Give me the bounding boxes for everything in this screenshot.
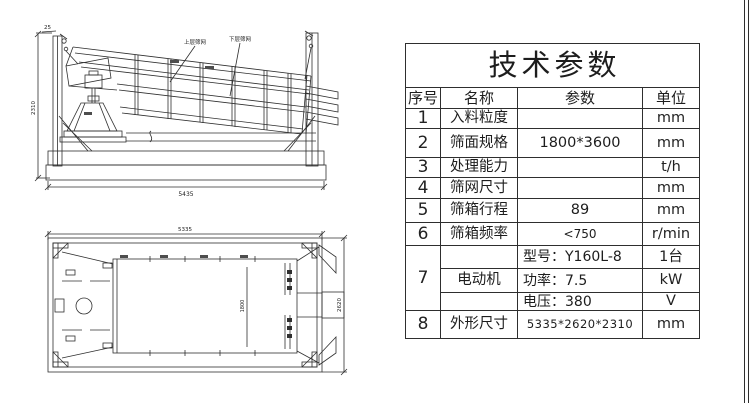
discharge-chutes xyxy=(305,85,339,126)
col-header-unit: 单位 xyxy=(643,88,699,109)
row7-name-sub1 xyxy=(441,246,518,269)
row2-name: 筛面规格 xyxy=(441,129,518,158)
row7-name: 电动机 xyxy=(441,269,518,293)
dim-height: 2310 xyxy=(31,101,37,115)
row8-name: 外形尺寸 xyxy=(441,311,518,338)
upper-screen-label: 上层筛网 xyxy=(184,38,207,46)
row7-param-model: 型号：Y160L-8 xyxy=(518,246,643,269)
col-header-name: 名称 xyxy=(441,88,518,109)
technical-drawing: 25 2310 xyxy=(31,25,348,376)
row5-param: 89 xyxy=(518,199,643,223)
row2-no: 2 xyxy=(406,129,441,158)
row5-no: 5 xyxy=(406,199,441,223)
row4-no: 4 xyxy=(406,178,441,199)
motor-assembly xyxy=(59,70,127,143)
row7-unit-power: kW xyxy=(643,269,699,293)
row6-no: 6 xyxy=(406,223,441,246)
row7-unit-model: 1台 xyxy=(643,246,699,269)
side-view: 25 2310 xyxy=(31,25,339,198)
row6-param: <750 xyxy=(518,223,643,246)
dim-plan-width: 2620 xyxy=(337,298,343,312)
row3-name: 处理能力 xyxy=(441,158,518,178)
screen-box xyxy=(65,46,312,135)
row3-unit: t/h xyxy=(643,158,699,178)
dim-top-offset: 25 xyxy=(44,25,51,31)
row6-name: 筛箱频率 xyxy=(441,223,518,246)
row1-no: 1 xyxy=(406,109,441,129)
row1-param xyxy=(518,109,643,129)
row4-unit: mm xyxy=(643,178,699,199)
dim-base-length: 5435 xyxy=(178,191,193,198)
col-header-param: 参数 xyxy=(518,88,643,109)
row6-unit: r/min xyxy=(643,223,699,246)
suspension-left xyxy=(59,33,79,65)
row8-param: 5335*2620*2310 xyxy=(518,311,643,338)
lower-screen-label: 下层筛网 xyxy=(229,35,252,43)
plan-view: 5335 2620 xyxy=(44,227,348,376)
row3-no: 3 xyxy=(406,158,441,178)
sheet-border-line xyxy=(744,0,746,403)
row4-param xyxy=(518,178,643,199)
row1-name: 入料粒度 xyxy=(441,109,518,129)
row7-param-power: 功率：7.5 xyxy=(518,269,643,293)
row7-unit-voltage: V xyxy=(643,293,699,311)
sheet-border-line xyxy=(748,0,750,403)
row7-no: 7 xyxy=(406,246,441,311)
table-title: 技术参数 xyxy=(406,44,699,88)
row7-name-sub3 xyxy=(441,293,518,311)
dim-screen-width: 1800 xyxy=(240,300,246,313)
row3-param xyxy=(518,158,643,178)
row2-unit: mm xyxy=(643,129,699,158)
row5-unit: mm xyxy=(643,199,699,223)
row7-param-voltage: 电压：380 xyxy=(518,293,643,311)
suspension-right xyxy=(304,30,314,80)
col-header-no: 序号 xyxy=(406,88,441,109)
row8-no: 8 xyxy=(406,311,441,338)
parameters-table: 技术参数 序号 名称 参数 单位 1 入料粒度 mm 2 筛面规格 1800*3… xyxy=(405,43,700,339)
row1-unit: mm xyxy=(643,109,699,129)
row8-unit: mm xyxy=(656,316,686,333)
row2-param: 1800*3600 xyxy=(518,129,643,158)
dim-plan-length: 5335 xyxy=(178,227,192,233)
row4-name: 筛网尺寸 xyxy=(441,178,518,199)
feed-end xyxy=(54,251,114,359)
row5-name: 筛箱行程 xyxy=(441,199,518,223)
